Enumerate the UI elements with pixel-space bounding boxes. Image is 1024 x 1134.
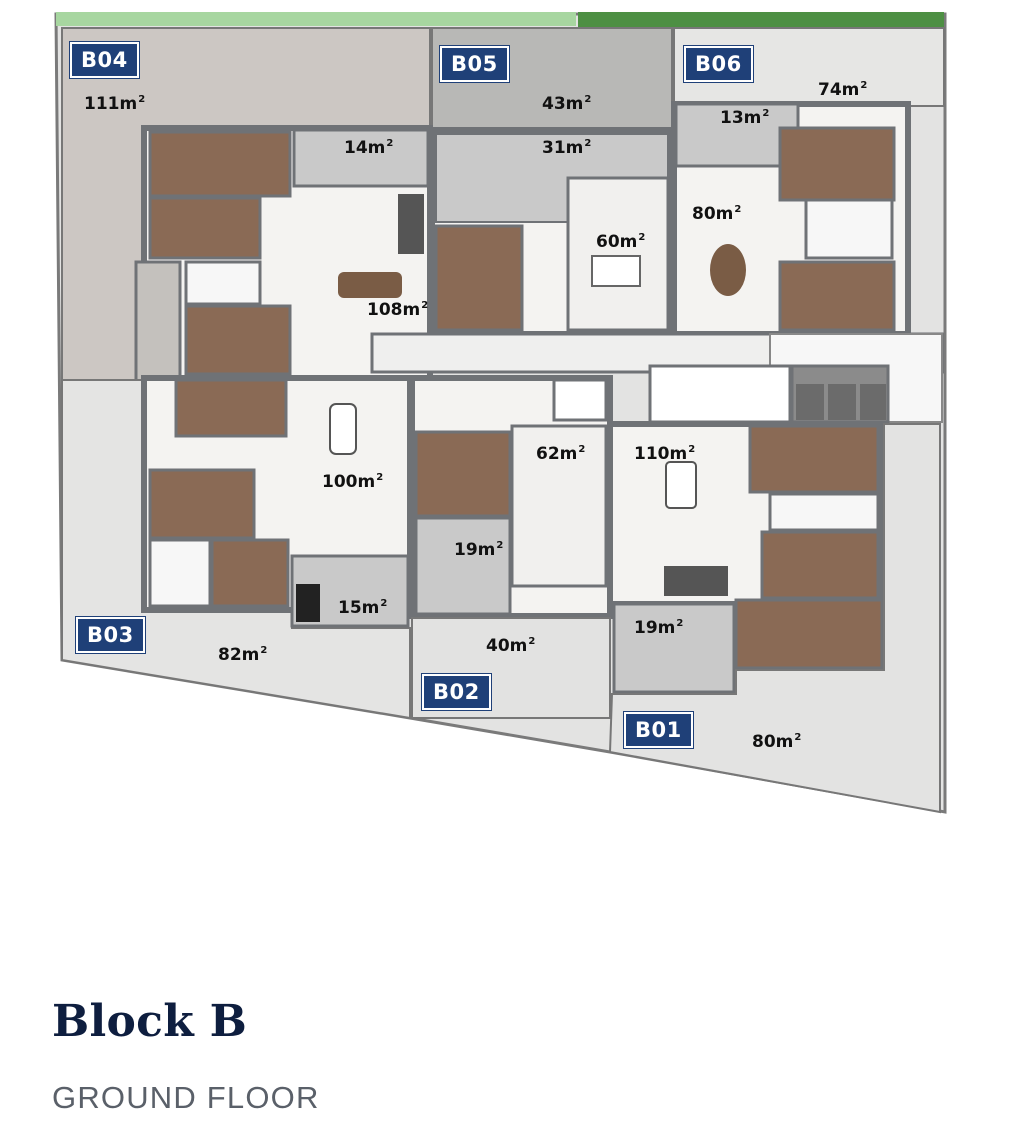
area-label: 15m2 — [338, 598, 388, 618]
b04-dining — [338, 272, 402, 298]
area-label: 100m2 — [322, 472, 384, 492]
room-b06-bed1 — [778, 126, 896, 202]
area-label: 13m2 — [720, 108, 770, 128]
room-b01-bed1 — [748, 424, 880, 494]
area-label: 111m2 — [84, 94, 146, 114]
area-label: 110m2 — [634, 444, 696, 464]
area-label: 14m2 — [344, 138, 394, 158]
room-b04-bed2 — [148, 196, 262, 260]
lift-car-2 — [828, 384, 856, 420]
unit-tag-b05: B05 — [440, 46, 509, 82]
unit-tag-b03: B03 — [76, 617, 145, 653]
room-b02-bed — [414, 430, 512, 518]
b06-dining — [710, 244, 746, 296]
unit-tag-b06: B06 — [684, 46, 753, 82]
room-b05-living — [566, 176, 670, 332]
area-label: 80m2 — [752, 732, 802, 752]
hedge-strip — [56, 12, 576, 26]
terrace-b02 — [414, 516, 512, 616]
room-b03-bed3 — [210, 538, 290, 608]
area-label: 74m2 — [818, 80, 868, 100]
room-b03-bed2 — [148, 468, 256, 540]
area-label: 62m2 — [536, 444, 586, 464]
area-label: 108m2 — [367, 300, 429, 320]
floor-plan: B04 B05 B06 B03 B02 B01 111m2 14m2 108m2… — [54, 12, 947, 814]
room-b01-bed3 — [734, 598, 884, 670]
block-title: Block B — [52, 996, 248, 1047]
area-label: 60m2 — [596, 232, 646, 252]
b02-bath — [552, 378, 608, 422]
room-b04-bed1 — [148, 130, 292, 198]
terrace-b04 — [292, 128, 430, 188]
area-label: 43m2 — [542, 94, 592, 114]
floor-plan-drawing — [54, 12, 947, 814]
b05-dining — [591, 255, 641, 287]
area-label: 82m2 — [218, 645, 268, 665]
b01-sofa — [664, 566, 728, 596]
lift-car-3 — [860, 384, 886, 420]
room-b01-bed2 — [760, 530, 880, 600]
room-b05-bed — [434, 224, 524, 332]
unit-tag-b01: B01 — [624, 712, 693, 748]
unit-tag-b02: B02 — [422, 674, 491, 710]
b04-sofa — [398, 194, 424, 254]
room-b06-bath — [804, 198, 894, 260]
area-label: 19m2 — [634, 618, 684, 638]
area-label: 19m2 — [454, 540, 504, 560]
room-b03-bed1 — [174, 378, 288, 438]
area-label: 40m2 — [486, 636, 536, 656]
terrace-b06 — [674, 102, 800, 168]
b03-grill — [296, 584, 320, 622]
floor-subtitle: GROUND FLOOR — [52, 1080, 320, 1115]
stairwell — [648, 364, 792, 424]
room-b06-bed2 — [778, 260, 896, 332]
room-b01-bath — [768, 492, 880, 532]
area-label: 80m2 — [692, 204, 742, 224]
b01-dining — [665, 461, 697, 509]
room-b03-bath — [148, 538, 212, 608]
room-b02-living — [510, 424, 608, 588]
room-b04-bed3 — [184, 304, 292, 376]
unit-tag-b04: B04 — [70, 42, 139, 78]
terrace-b01 — [612, 602, 736, 694]
hedge-row — [578, 12, 944, 28]
area-label: 31m2 — [542, 138, 592, 158]
room-b04-bath — [184, 260, 262, 306]
b03-dining — [329, 403, 357, 455]
lift-car-1 — [796, 384, 824, 420]
